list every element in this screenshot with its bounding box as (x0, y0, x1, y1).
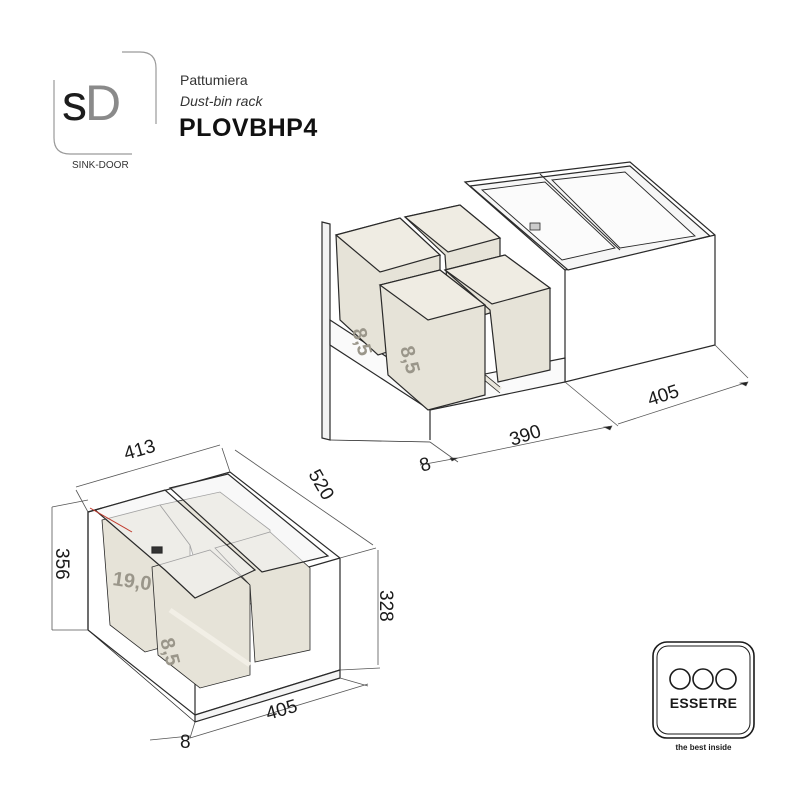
manufacturer-tagline: the best inside (675, 743, 732, 752)
circle-icon (669, 668, 691, 690)
dimension-front-offset: 8 (180, 732, 191, 753)
dimension-width: 413 (122, 436, 158, 465)
dimension-height-total: 356 (51, 548, 72, 580)
dimension-depth: 405 (264, 696, 300, 725)
circle-icon (692, 668, 714, 690)
product-name-italian: Pattumiera (180, 72, 248, 88)
open-drawer-drawing: 8,5 8,5 8 390 405 (321, 161, 749, 477)
product-name-english: Dust-bin rack (180, 93, 263, 109)
essetre-logo-icon (652, 641, 755, 739)
circle-icon (715, 668, 737, 690)
product-code: PLOVBHP4 (179, 114, 318, 142)
dimension-length: 520 (304, 466, 338, 504)
manufacturer-name: ESSETRE (669, 695, 738, 711)
sink-door-logo-frame-icon (53, 51, 157, 155)
dimension-depth: 405 (645, 381, 682, 411)
logo-subtitle: SINK-DOOR (72, 160, 129, 171)
dimension-extension: 390 (507, 421, 544, 451)
bin-volume-label: 19,0 (111, 568, 153, 595)
sink-door-logo: sD (62, 75, 121, 131)
logo-letter-d: D (85, 75, 121, 131)
closed-unit-drawing: 19,0 8,5 413 520 356 328 405 8 (51, 436, 396, 753)
dimension-height-body: 328 (375, 590, 396, 622)
logo-letter-s: s (62, 75, 87, 131)
dimension-front-offset: 8 (417, 454, 434, 477)
